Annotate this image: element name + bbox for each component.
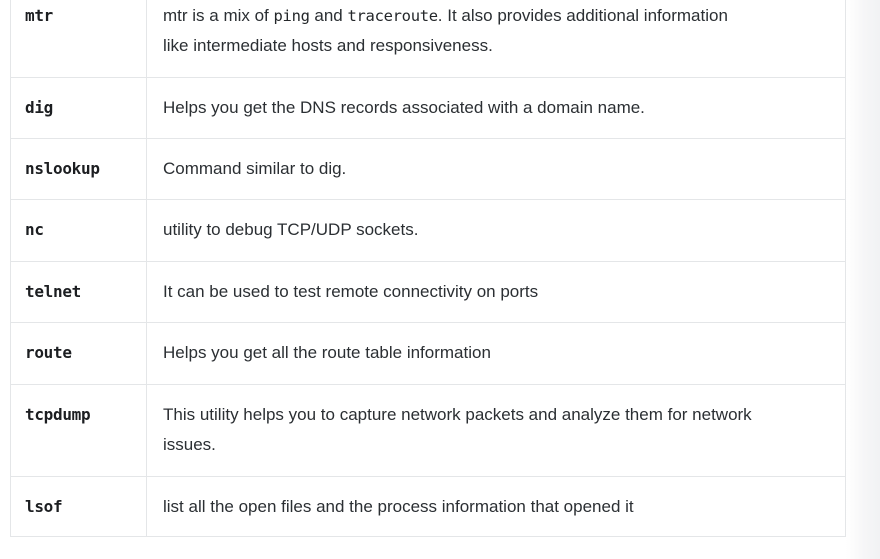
description-text: Helps you get the DNS records associated… [163, 98, 645, 117]
description-cell: list all the open files and the process … [147, 477, 845, 536]
table-row-lsof: lsof list all the open files and the pro… [11, 477, 845, 537]
command-name: nslookup [25, 159, 100, 178]
description-segment: mtr is a mix of [163, 6, 274, 25]
description-cell: Helps you get the DNS records associated… [147, 78, 845, 138]
inline-code: ping [273, 7, 310, 25]
command-cell: nslookup [11, 139, 147, 199]
command-name: telnet [25, 282, 81, 301]
command-cell: route [11, 323, 147, 384]
table-row-tcpdump: tcpdump This utility helps you to captur… [11, 385, 845, 477]
table-row-route: route Helps you get all the route table … [11, 323, 845, 385]
description-cell: Command similar to dig. [147, 139, 845, 199]
description-cell: This utility helps you to capture networ… [147, 385, 845, 476]
command-name: nc [25, 220, 44, 239]
description-text: It can be used to test remote connectivi… [163, 282, 539, 301]
description-cell: It can be used to test remote connectivi… [147, 262, 845, 322]
description-cell: Helps you get all the route table inform… [147, 323, 845, 384]
command-cell: lsof [11, 477, 147, 536]
command-name: tcpdump [25, 405, 91, 424]
description-text: list all the open files and the process … [163, 497, 634, 516]
description-cell: mtr is a mix of ping and traceroute. It … [147, 0, 845, 77]
command-name: dig [25, 98, 53, 117]
command-cell: dig [11, 78, 147, 138]
page-right-gutter [846, 0, 880, 559]
description-segment: and [309, 6, 348, 25]
description-text: utility to debug TCP/UDP sockets. [163, 220, 419, 239]
inline-code: traceroute [347, 7, 438, 25]
command-name: mtr [25, 6, 53, 25]
command-name: lsof [25, 497, 63, 516]
command-name: route [25, 343, 72, 362]
description-cell: utility to debug TCP/UDP sockets. [147, 200, 845, 261]
description-text: Helps you get all the route table inform… [163, 343, 491, 362]
command-cell: nc [11, 200, 147, 261]
command-cell: mtr [11, 0, 147, 77]
command-cell: tcpdump [11, 385, 147, 476]
description-text: Command similar to dig. [163, 159, 347, 178]
command-cell: telnet [11, 262, 147, 322]
table-row-mtr: mtr mtr is a mix of ping and traceroute.… [11, 0, 845, 78]
description-segment: . It also provides additional informatio… [163, 6, 728, 55]
table-row-dig: dig Helps you get the DNS records associ… [11, 78, 845, 139]
table-row-nslookup: nslookup Command similar to dig. [11, 139, 845, 200]
description-text: This utility helps you to capture networ… [163, 405, 752, 454]
network-commands-table: mtr mtr is a mix of ping and traceroute.… [10, 0, 846, 537]
table-row-telnet: telnet It can be used to test remote con… [11, 262, 845, 323]
table-row-nc: nc utility to debug TCP/UDP sockets. [11, 200, 845, 262]
description-text: mtr is a mix of ping and traceroute. It … [163, 1, 755, 61]
